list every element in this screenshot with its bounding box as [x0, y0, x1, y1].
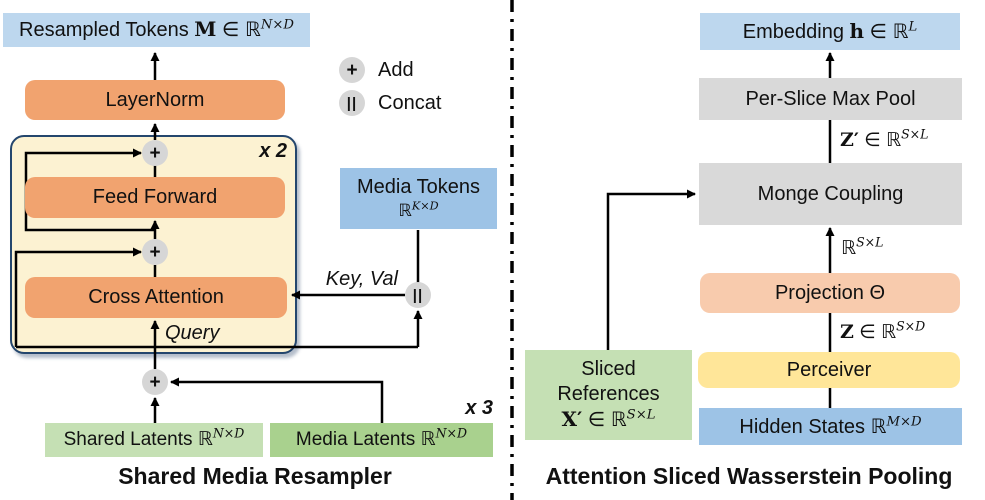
z-dim-label: Z ∈ ℝS×D	[840, 318, 926, 343]
query-label: Query	[165, 322, 220, 344]
left-panel-title: Shared Media Resampler	[118, 463, 392, 489]
concat-circle: ||	[405, 282, 431, 308]
arrow-medialatents-to-add3	[170, 377, 384, 423]
layernorm-box: LayerNorm	[25, 80, 285, 120]
sliced-references-box: Sliced References X′ ∈ ℝS×L	[525, 350, 692, 440]
hidden-states-box: Hidden States ℝM×D	[699, 408, 962, 445]
skip-connection-crossattention	[14, 247, 142, 347]
embedding-box: Embedding h ∈ ℝL	[700, 13, 960, 50]
monge-coupling-box: Monge Coupling	[699, 163, 962, 225]
r-sl-dim-label: ℝS×L	[841, 234, 884, 259]
add-circle-middle: +	[142, 239, 168, 265]
resampled-tokens-box: Resampled Tokens M ∈ ℝN×D	[3, 13, 310, 47]
legend-concat-icon: ||	[339, 90, 365, 116]
media-tokens-box: Media Tokens ℝK×D	[340, 168, 497, 229]
right-panel-title: Attention Sliced Wasserstein Pooling	[545, 463, 953, 489]
perceiver-box: Perceiver	[698, 352, 960, 388]
per-slice-max-pool-box: Per-Slice Max Pool	[699, 78, 962, 120]
cross-attention-box: Cross Attention	[25, 277, 287, 318]
media-latents-box: Media Latents ℝN×D	[270, 423, 493, 457]
legend-add-icon: +	[339, 57, 365, 83]
add-circle-top: +	[142, 140, 168, 166]
z-prime-dim-label: Z′ ∈ ℝS×L	[840, 126, 929, 151]
projection-box: Projection Θ	[700, 273, 960, 313]
legend-add-label: Add	[378, 59, 414, 81]
arrow-slicedreferences-to-monge	[606, 189, 696, 350]
shared-latents-box: Shared Latents ℝN×D	[45, 423, 263, 457]
repeat-x2-label: x 2	[259, 140, 287, 162]
legend-concat-label: Concat	[378, 92, 442, 114]
repeat-x3-label: x 3	[465, 397, 493, 419]
add-circle-bottom: +	[142, 369, 168, 395]
key-val-label: Key, Val	[325, 268, 398, 290]
feed-forward-box: Feed Forward	[25, 177, 285, 218]
